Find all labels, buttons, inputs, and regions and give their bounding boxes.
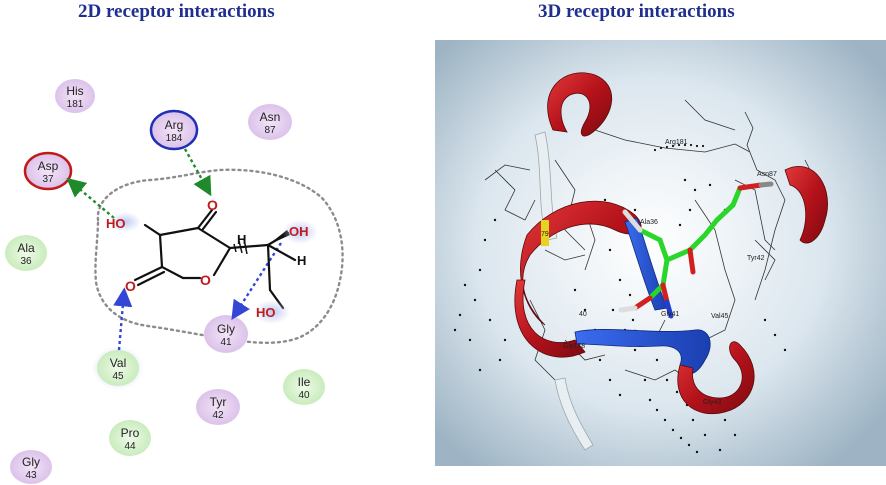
hbond-asp37: [66, 177, 115, 219]
title-2d: 2D receptor interactions: [78, 1, 275, 22]
svg-text:37: 37: [42, 174, 54, 185]
yellow-segment: [541, 220, 549, 246]
residue-arg184: Arg 184: [149, 109, 199, 151]
residue-asp37: Asp 37: [23, 151, 73, 191]
helix-center-lower: [514, 279, 586, 358]
strand-bottom: [554, 377, 594, 451]
label-arg181: Arg181: [665, 139, 688, 146]
viewer-background: [435, 40, 886, 466]
svg-text:36: 36: [20, 256, 32, 267]
svg-text:Ile: Ile: [298, 375, 311, 389]
atom-halo-left: [109, 212, 141, 232]
svg-text:Asn: Asn: [260, 110, 281, 124]
atom-o-ring: O: [200, 272, 211, 288]
svg-text:Gly: Gly: [217, 322, 235, 336]
residue-ile40: Ile 40: [283, 369, 325, 405]
atom-oh-right: OH: [289, 224, 309, 239]
contact-dots: [453, 143, 787, 454]
label-val45: Val45: [711, 313, 728, 320]
atom-halo-bottom: [254, 300, 290, 324]
svg-text:41: 41: [220, 337, 232, 348]
label-asn87: Asn87: [757, 171, 777, 178]
helix-top: [547, 72, 613, 137]
ligand-sticks: [618, 181, 774, 319]
svg-text:184: 184: [166, 133, 183, 144]
atom-ho-left: HO: [106, 216, 126, 231]
atom-halo-right: [282, 220, 318, 244]
residue-val45: Val 45: [92, 346, 144, 390]
label-gly43: Gly43: [703, 399, 721, 406]
hbond-val45: [113, 287, 133, 351]
loop-blue: [574, 329, 711, 375]
svg-text:43: 43: [25, 470, 37, 481]
residue-gly43: Gly 43: [10, 450, 52, 484]
atom-o-top: O: [207, 197, 218, 213]
atom-h-mid: H: [237, 232, 246, 247]
residue-ala36: Ala 36: [5, 235, 47, 271]
title-3d: 3D receptor interactions: [538, 1, 735, 22]
residue-tyr42: Tyr 42: [196, 389, 240, 425]
svg-text:His: His: [66, 84, 83, 98]
atom-h-right: H: [297, 253, 306, 268]
label-79: 79: [541, 231, 549, 238]
svg-text:40: 40: [298, 390, 310, 401]
helix-bottom: [677, 341, 755, 414]
residue-asn87: Asn 87: [248, 104, 292, 140]
atom-o-lactone: O: [125, 278, 136, 294]
interaction-diagram-2d: His 181 Arg 184 Asn 87 Asp 37 Ala 36 Gly…: [5, 79, 344, 484]
svg-text:Gly: Gly: [22, 455, 40, 469]
svg-text:44: 44: [124, 441, 136, 452]
svg-text:Ala: Ala: [17, 241, 35, 255]
svg-text:Arg: Arg: [165, 118, 184, 132]
hbond-gly41: [231, 242, 283, 321]
ligand-skeleton: [133, 208, 297, 310]
residue-gly41: Gly 41: [204, 315, 248, 353]
helix-center: [520, 200, 642, 326]
label-gly41: Gly41: [661, 311, 679, 318]
residue-pro44: Pro 44: [109, 420, 151, 456]
svg-text:Tyr: Tyr: [210, 395, 227, 409]
helix-right: [784, 166, 828, 244]
svg-text:42: 42: [212, 410, 224, 421]
atom-ho-bottom: HO: [256, 305, 276, 320]
residue-his181: His 181: [55, 79, 95, 113]
label-tyr42: Tyr42: [747, 255, 765, 262]
binding-pocket-contour: [94, 168, 344, 344]
stereo-hash: [233, 238, 248, 255]
interaction-view-3d: Arg181 Asn87 Ala36 Tyr42 Gly41 Val45 Gly…: [435, 40, 886, 466]
hbond-arg184: [183, 148, 212, 197]
label-40: 40: [579, 311, 587, 318]
label-ala36: Ala36: [640, 219, 658, 226]
svg-text:Pro: Pro: [121, 426, 140, 440]
svg-text:87: 87: [264, 125, 276, 136]
svg-text:Val: Val: [110, 356, 126, 370]
svg-text:181: 181: [67, 99, 84, 110]
label-gly178: Gly178: [563, 343, 585, 350]
svg-text:45: 45: [112, 371, 124, 382]
svg-text:Asp: Asp: [38, 159, 59, 173]
